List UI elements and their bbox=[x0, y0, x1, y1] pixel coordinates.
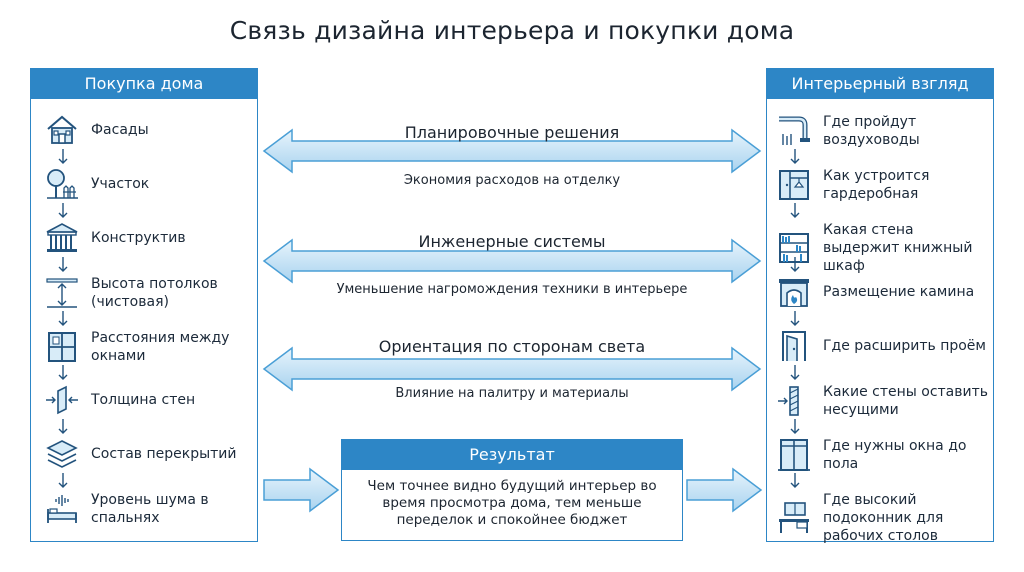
right-item-label: Где расширить проём bbox=[823, 338, 986, 354]
down-arrow-icon bbox=[790, 203, 800, 218]
left-panel: Покупка дома Фасады Участок Конструктив bbox=[30, 68, 258, 542]
wall-thickness-icon bbox=[46, 385, 78, 415]
result-header: Результат bbox=[342, 440, 682, 470]
down-arrow-icon bbox=[790, 257, 800, 272]
right-item-label: Где пройдут воздуховоды bbox=[823, 114, 920, 148]
double-arrow-3 bbox=[262, 346, 762, 392]
diagram-title: Связь дизайна интерьера и покупки дома bbox=[229, 16, 795, 45]
left-item-label: Фасады bbox=[91, 122, 149, 138]
down-arrow-icon bbox=[58, 473, 68, 488]
right-panel: Интерьерный взгляд Где пройдут воздухово… bbox=[766, 68, 994, 545]
window-icon bbox=[48, 332, 76, 362]
right-item-ducts: Где пройдут воздуховоды bbox=[777, 113, 993, 149]
fireplace-icon bbox=[779, 279, 809, 307]
bed-noise-icon bbox=[47, 495, 77, 523]
left-item-ceiling: Высота потолков (чистовая) bbox=[45, 275, 257, 311]
connection-sub-1: Экономия расходов на отделку bbox=[403, 173, 621, 188]
down-arrow-icon bbox=[58, 149, 68, 164]
wardrobe-icon bbox=[779, 170, 809, 200]
layers-icon bbox=[46, 440, 78, 468]
right-panel-header: Интерьерный взгляд bbox=[767, 69, 993, 99]
left-item-plot: Участок bbox=[45, 167, 149, 201]
connection-heading-2: Инженерные системы bbox=[418, 232, 606, 251]
right-item-load-walls: Какие стены оставить несущими bbox=[777, 383, 993, 419]
down-arrow-icon bbox=[58, 419, 68, 434]
right-item-bookshelf: Какая стена выдержит книжный шкаф bbox=[777, 221, 993, 275]
connection-sub-3: Влияние на палитру и материалы bbox=[395, 386, 629, 401]
left-item-label: Состав перекрытий bbox=[91, 446, 237, 462]
result-arrow-left bbox=[263, 467, 340, 513]
tree-fence-icon bbox=[47, 169, 78, 199]
down-arrow-icon bbox=[790, 473, 800, 488]
bookshelf-icon bbox=[779, 233, 809, 263]
left-item-label: Высота потолков (чистовая) bbox=[91, 276, 218, 310]
down-arrow-icon bbox=[58, 257, 68, 272]
right-item-floor-windows: Где нужны окна до пола bbox=[777, 437, 993, 473]
double-arrow-1 bbox=[262, 128, 762, 174]
left-item-label: Участок bbox=[91, 176, 150, 192]
right-item-label: Размещение камина bbox=[823, 284, 975, 300]
down-arrow-icon bbox=[790, 149, 800, 164]
doorway-icon bbox=[782, 331, 806, 361]
down-arrow-icon bbox=[58, 311, 68, 326]
right-item-doorway: Где расширить проём bbox=[777, 329, 986, 363]
left-item-label: Расстояния между окнами bbox=[91, 330, 230, 364]
left-item-facades: Фасады bbox=[45, 113, 149, 147]
load-wall-icon bbox=[778, 386, 799, 416]
right-item-fireplace: Размещение камина bbox=[777, 275, 974, 309]
connection-heading-1: Планировочные решения bbox=[404, 123, 620, 142]
left-item-label: Толщина стен bbox=[91, 392, 196, 408]
right-item-label: Какие стены оставить несущими bbox=[823, 384, 989, 418]
left-item-label: Конструктив bbox=[91, 230, 186, 246]
left-panel-header: Покупка дома bbox=[31, 69, 257, 99]
right-item-desk: Где высокий подоконник для рабочих столо… bbox=[777, 491, 993, 545]
down-arrow-icon bbox=[58, 203, 68, 218]
result-box: Результат Чем точнее видно будущий интер… bbox=[341, 439, 683, 541]
down-arrow-icon bbox=[58, 365, 68, 380]
down-arrow-icon bbox=[790, 311, 800, 326]
down-arrow-icon bbox=[790, 419, 800, 434]
result-text: Чем точнее видно будущий интерьер во вре… bbox=[367, 478, 657, 528]
desk-icon bbox=[779, 502, 809, 533]
left-item-floors: Состав перекрытий bbox=[45, 437, 237, 471]
floor-window-icon bbox=[778, 439, 810, 471]
connection-sub-2: Уменьшение нагромождения техники в интер… bbox=[336, 282, 688, 297]
left-item-label: Уровень шума в спальнях bbox=[91, 492, 209, 526]
left-item-structure: Конструктив bbox=[45, 221, 186, 255]
duct-icon bbox=[779, 116, 810, 145]
building-columns-icon bbox=[46, 223, 78, 252]
double-arrow-2 bbox=[262, 238, 762, 284]
left-item-noise: Уровень шума в спальнях bbox=[45, 491, 257, 527]
right-item-wardrobe: Как устроится гардеробная bbox=[777, 167, 993, 203]
house-icon bbox=[47, 115, 77, 144]
right-item-label: Где высокий подоконник для рабочих столо… bbox=[823, 492, 944, 544]
result-arrow-right bbox=[686, 467, 763, 513]
left-item-windows: Расстояния между окнами bbox=[45, 329, 257, 365]
left-item-wall-thickness: Толщина стен bbox=[45, 383, 195, 417]
down-arrow-icon bbox=[790, 365, 800, 380]
connection-heading-3: Ориентация по сторонам света bbox=[378, 337, 646, 356]
ceiling-height-icon bbox=[46, 278, 78, 308]
right-item-label: Какая стена выдержит книжный шкаф bbox=[823, 222, 973, 274]
right-item-label: Где нужны окна до пола bbox=[823, 438, 967, 472]
right-item-label: Как устроится гардеробная bbox=[823, 168, 930, 202]
